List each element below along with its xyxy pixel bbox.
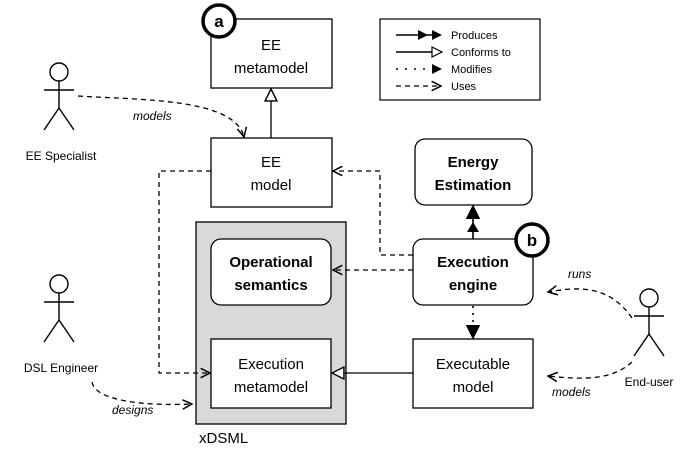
dsl-engineer-designs-edge bbox=[91, 381, 192, 404]
legend-conforms-label: Conforms to bbox=[451, 47, 511, 59]
specialist-models-edge bbox=[77, 95, 244, 137]
legend-uses-label: Uses bbox=[451, 81, 477, 93]
energy-estimation-box: Energy Estimation bbox=[414, 138, 533, 206]
executable-model-box: Executable model bbox=[412, 338, 534, 409]
ee-metamodel-line1: EE bbox=[261, 37, 281, 54]
ee-specialist-label: EE Specialist bbox=[26, 149, 97, 163]
legend-produces-icon bbox=[396, 30, 442, 40]
execution-engine-line1: Execution bbox=[437, 254, 509, 271]
end-user-models-edge bbox=[548, 361, 633, 378]
models-label-bottom: models bbox=[552, 385, 591, 399]
engine-uses-ee-model-edge bbox=[333, 171, 413, 256]
ee-model-line1: EE bbox=[261, 154, 281, 171]
ee-specialist-actor-icon bbox=[43, 62, 75, 131]
legend-conforms-icon bbox=[396, 46, 444, 58]
designs-label: designs bbox=[112, 403, 153, 417]
end-user-runs-edge bbox=[548, 289, 633, 319]
executable-model-line1: Executable bbox=[436, 356, 510, 373]
ee-model-uses-exec-metamodel-edge bbox=[158, 170, 211, 373]
execution-metamodel-line1: Execution bbox=[238, 356, 304, 373]
execution-metamodel-box: Execution metamodel bbox=[210, 338, 332, 409]
marker-b: b bbox=[514, 222, 550, 258]
legend-produces-label: Produces bbox=[451, 30, 498, 42]
runs-label: runs bbox=[568, 267, 591, 281]
marker-b-letter: b bbox=[527, 231, 537, 250]
legend-modifies-icon bbox=[396, 64, 442, 74]
execution-engine-box: Execution engine bbox=[412, 238, 534, 306]
energy-estimation-line2: Estimation bbox=[435, 177, 512, 194]
executable-model-line2: model bbox=[453, 379, 494, 396]
dsl-engineer-label: DSL Engineer bbox=[24, 361, 98, 375]
xdsml-label: xDSML bbox=[199, 430, 248, 447]
operational-semantics-line1: Operational bbox=[229, 254, 312, 271]
end-user-actor-icon bbox=[633, 288, 665, 357]
legend-modifies-label: Modifies bbox=[451, 64, 492, 76]
end-user-label: End-user bbox=[625, 375, 674, 389]
ee-model-box: EE model bbox=[210, 137, 333, 208]
ee-metamodel-line2: metamodel bbox=[234, 60, 308, 77]
energy-estimation-line1: Energy bbox=[448, 154, 500, 171]
operational-semantics-line2: semantics bbox=[234, 277, 307, 294]
execution-metamodel-line2: metamodel bbox=[234, 379, 308, 396]
ee-model-line2: model bbox=[251, 177, 292, 194]
operational-semantics-box: Operational semantics bbox=[210, 238, 332, 306]
dsl-engineer-actor-icon bbox=[43, 274, 75, 343]
legend: Produces Conforms to Modifies Uses bbox=[379, 18, 541, 101]
execution-engine-line2: engine bbox=[449, 277, 497, 294]
marker-a: a bbox=[201, 3, 237, 39]
models-label-top: models bbox=[133, 109, 172, 123]
marker-a-letter: a bbox=[214, 12, 224, 31]
